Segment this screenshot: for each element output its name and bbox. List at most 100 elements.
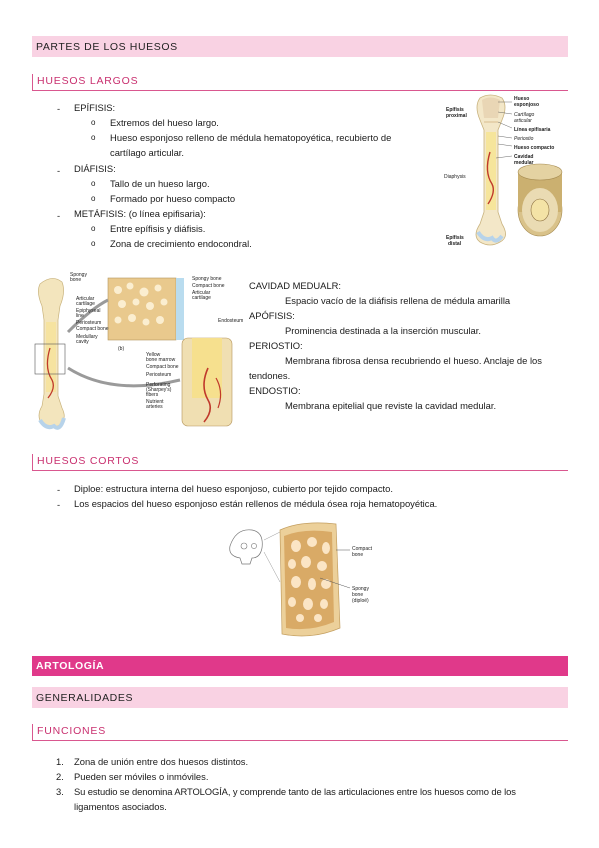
- label-cavidad: Cavidad: [514, 154, 533, 160]
- list-number: 1.: [56, 756, 64, 767]
- label-r-compact: Compact bone: [146, 364, 179, 370]
- cartilage: [38, 417, 66, 430]
- metafisis-item-2: Zona de crecimiento endocondral.: [110, 238, 252, 249]
- cortos-item-1: Diploe: estructura interna del hueso esp…: [74, 483, 393, 494]
- metafisis-item-1: Entre epífisis y diáfisis.: [110, 223, 206, 234]
- diploe-pores: [288, 537, 331, 622]
- label-periostio: Periostio: [514, 136, 534, 142]
- funciones-item-2: Pueden ser móviles o inmóviles.: [74, 771, 209, 782]
- label-perforating: Perforating: [146, 382, 171, 388]
- diafisis-item-1: Tallo de un hueso largo.: [110, 178, 210, 189]
- label-articular: articular: [514, 118, 532, 124]
- list-number: 2.: [56, 771, 64, 782]
- label-top-cartilage: cartilage: [192, 295, 211, 301]
- funciones-item-1: Zona de unión entre dos huesos distintos…: [74, 756, 249, 767]
- label-b: (b): [118, 346, 124, 352]
- metafisis-title: METÁFISIS: (o línea epifisaria):: [74, 208, 206, 219]
- label-spongy: Spongy: [352, 586, 369, 592]
- label-compact-bone: bone: [352, 552, 363, 558]
- cavidad-desc: Espacio vacío de la diáfisis rellena de …: [285, 295, 511, 306]
- zoom-arrow-top: [66, 298, 109, 334]
- dash-bullet: -: [57, 499, 61, 510]
- periostio-desc-cont: tendones.: [249, 370, 291, 381]
- apofisis-desc: Prominencia destinada a la inserción mus…: [285, 325, 481, 336]
- artery: [46, 347, 54, 399]
- label-medullary: Medullary: [76, 334, 98, 340]
- circle-bullet: o: [91, 239, 96, 248]
- yellow-marrow: [192, 338, 222, 398]
- label-linea-epifisaria: Línea epifisaria: [514, 127, 551, 133]
- label-top-articular: Articular: [192, 290, 211, 296]
- funciones-item-3-cont: ligamentos asociados.: [74, 801, 167, 812]
- epifisis-item-2-cont: cartílago articular.: [110, 147, 184, 158]
- skull-icon: [229, 529, 263, 565]
- label-medular: medular: [514, 160, 534, 166]
- label-fibers: fibers: [146, 392, 159, 398]
- section-header-funciones: FUNCIONES: [32, 724, 568, 741]
- label-cartilago: Cartílago: [514, 112, 535, 118]
- circle-bullet: o: [91, 133, 96, 142]
- cortos-item-2: Los espacios del hueso esponjoso están r…: [74, 498, 438, 509]
- bone-anatomy-figure: Spongy bone Articular cartilage Epiphyse…: [32, 268, 244, 436]
- circle-bullet: o: [91, 194, 96, 203]
- label-esponjoso: esponjoso: [514, 102, 539, 108]
- label-cartilage: cartilage: [76, 301, 95, 307]
- spongy-end: [482, 97, 500, 118]
- label-sharpeys: (Sharpey's): [146, 387, 172, 393]
- label-diploe: (diploë): [352, 598, 369, 604]
- label-diaphysis: Diaphysis: [444, 174, 466, 180]
- label-epifisis-distal-2: distal: [448, 241, 462, 247]
- cross-section-top: [517, 163, 563, 181]
- section-header-partes: PARTES DE LOS HUESOS: [32, 36, 568, 57]
- section-header-generalidades: GENERALIDADES: [32, 687, 568, 708]
- label-endosteum: Endosteum: [218, 318, 243, 324]
- label-top-spongy: Spongy bone: [192, 276, 222, 282]
- label-articular: Articular: [76, 296, 95, 302]
- zoom-box: [34, 343, 66, 375]
- label-spongy-2: bone: [70, 277, 81, 283]
- label-r-periosteum: Periosteum: [146, 372, 171, 378]
- epifisis-item-1: Extremos del hueso largo.: [110, 117, 219, 128]
- section-header-artologia: ARTOLOGÍA: [32, 656, 568, 676]
- label-compact-bone: Compact bone: [76, 326, 109, 332]
- label-hueso: Hueso: [514, 96, 529, 102]
- label-spongy: Spongy: [70, 272, 87, 278]
- flat-bone-figure: Compact bone Spongy bone (diploë): [229, 522, 373, 637]
- label-epifisis-proximal-2: proximal: [446, 113, 467, 119]
- zoom-arrow-bottom: [67, 366, 181, 388]
- label-periosteum: Periosteum: [76, 320, 101, 326]
- label-arteries: arteries: [146, 404, 163, 410]
- label-line: line: [76, 313, 84, 319]
- label-spongy-bone: bone: [352, 592, 363, 598]
- periostio-desc: Membrana fibrosa densa recubriendo el hu…: [285, 355, 542, 366]
- circle-bullet: o: [91, 224, 96, 233]
- epifisis-item-2: Hueso esponjoso relleno de médula hemato…: [110, 132, 392, 143]
- dash-bullet: -: [57, 103, 61, 114]
- label-epifisis-proximal: Epífisis: [446, 107, 464, 113]
- label-epiphyseal: Epiphyseal: [76, 308, 100, 314]
- label-cavity: cavity: [76, 339, 89, 345]
- label-yellow: Yellow: [146, 352, 161, 358]
- label-compact: Compact: [352, 546, 373, 552]
- artery: [486, 151, 495, 205]
- cross-section-marrow: [530, 198, 550, 222]
- apofisis-title: APÓFISIS:: [249, 310, 295, 321]
- diafisis-title: DIÁFISIS:: [74, 163, 116, 174]
- section-header-largos: HUESOS LARGOS: [32, 74, 568, 91]
- cavidad-title: CAVIDAD MEDUALR:: [249, 280, 342, 291]
- diafisis-item-2: Formado por hueso compacto: [110, 193, 236, 204]
- circle-bullet: o: [91, 179, 96, 188]
- epifisis-title: EPÍFISIS:: [74, 102, 116, 113]
- list-number: 3.: [56, 786, 64, 797]
- dash-bullet: -: [57, 484, 61, 495]
- periostio-title: PERIOSTIO:: [249, 340, 303, 351]
- label-hueso-compacto: Hueso compacto: [514, 145, 554, 151]
- dash-bullet: -: [57, 165, 61, 176]
- label-epifisis-distal: Epífisis: [446, 235, 464, 241]
- funciones-item-3: Su estudio se denomina ARTOLOGÍA, y comp…: [74, 786, 516, 797]
- label-top-compact: Compact bone: [192, 283, 225, 289]
- cartilage-distal: [476, 230, 504, 243]
- endostio-desc: Membrana epitelial que reviste la cavida…: [285, 400, 497, 411]
- dash-bullet: -: [57, 210, 61, 221]
- articular-cartilage-layer: [176, 278, 184, 340]
